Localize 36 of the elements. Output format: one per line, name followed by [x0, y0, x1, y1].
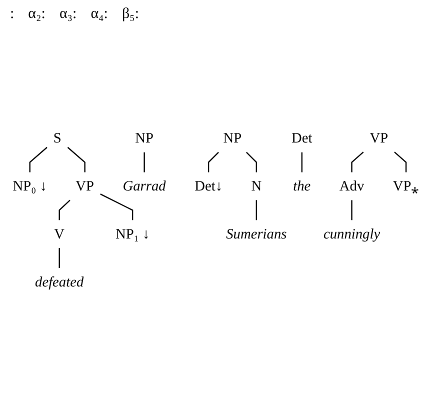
node-text: the [293, 178, 311, 194]
node-text: cunningly [323, 226, 380, 242]
connector [100, 193, 134, 220]
tree-label: β₅: [122, 6, 139, 23]
node-text: NP₁ ↓ [115, 226, 150, 242]
tree-label: α₃: [59, 6, 77, 23]
connector [394, 151, 407, 172]
connector [144, 152, 145, 172]
node-text: VP [370, 130, 388, 146]
tree-label: : [10, 6, 14, 23]
node-text: Garrad [122, 178, 166, 194]
node-text: Adv [339, 178, 364, 194]
connector [301, 152, 302, 172]
node-text: Det↓ [194, 178, 223, 194]
connector [67, 146, 86, 172]
node-text: NP₀ ↓ [12, 178, 47, 194]
connector [256, 200, 258, 220]
node-text: NP [135, 130, 154, 146]
tree-label: α₄: [90, 6, 108, 23]
connector [351, 200, 352, 220]
node-text: V [54, 226, 65, 242]
node-text: defeated [35, 273, 84, 290]
node-text: N [251, 178, 262, 194]
connector [58, 248, 60, 268]
connector [58, 200, 70, 220]
node-text: VP [76, 178, 94, 194]
connector [208, 152, 219, 172]
tree-label: α₂: [28, 6, 46, 23]
node-text: NP [223, 130, 242, 146]
connector [351, 151, 364, 172]
node-text: Sumerians [226, 226, 287, 242]
node-text: VP⁎ [392, 178, 420, 194]
node-text: S [53, 130, 62, 146]
connector [29, 146, 48, 172]
connector [246, 152, 258, 172]
node-text: Det [292, 130, 312, 146]
